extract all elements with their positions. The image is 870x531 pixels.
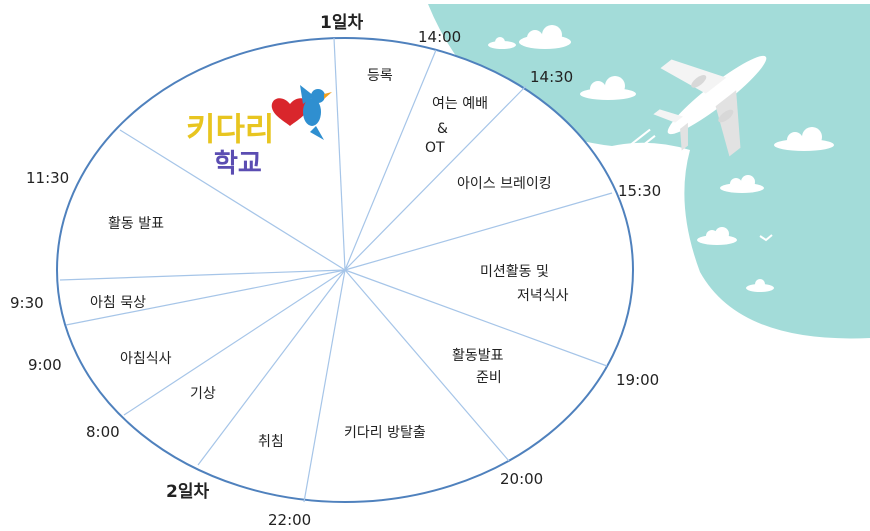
time-label: 14:30 <box>530 68 573 86</box>
logo-text-line1: 키다리 <box>186 110 274 148</box>
divider-line <box>59 269 346 281</box>
cloud-icon <box>774 127 834 151</box>
time-label: 22:00 <box>268 511 311 529</box>
divider-line <box>344 192 613 271</box>
divider-lines <box>59 37 613 503</box>
time-label: 8:00 <box>86 423 120 441</box>
divider-line <box>344 49 437 271</box>
time-label: 20:00 <box>500 470 543 488</box>
segment-mission: 미션활동 및 <box>480 264 549 280</box>
kidari-school-logo: 키다리 학교 <box>186 85 332 179</box>
segment-icebreaking: 아이스 브레이킹 <box>457 176 552 192</box>
segment-registration: 등록 <box>367 68 393 84</box>
time-label: 11:30 <box>26 169 69 187</box>
day2-label: 2일차 <box>166 482 209 502</box>
segment-opening-worship-ot: OT <box>425 140 445 156</box>
divider-line <box>65 269 346 326</box>
segment-morning-meditation: 아침 묵상 <box>90 295 146 311</box>
cloud-icon <box>697 227 737 245</box>
cloud-icon <box>746 279 774 292</box>
divider-line <box>123 269 346 416</box>
divider-line <box>333 37 346 271</box>
cloud-icon <box>720 175 764 193</box>
segment-presentation-prep-2: 준비 <box>476 370 502 386</box>
segment-mission-dinner: 저녁식사 <box>517 288 569 304</box>
bird-icon <box>759 234 773 242</box>
divider-line <box>303 269 346 503</box>
logo-text-line2: 학교 <box>214 149 262 179</box>
time-label: 14:00 <box>418 28 461 46</box>
time-label: 9:30 <box>10 294 44 312</box>
divider-line <box>197 269 346 466</box>
segment-breakfast: 아침식사 <box>120 351 172 367</box>
day1-label: 1일차 <box>320 13 363 33</box>
airplane-icon <box>618 55 767 170</box>
time-label: 15:30 <box>618 182 661 200</box>
segment-activity-presentation: 활동 발표 <box>108 216 164 232</box>
time-label: 19:00 <box>616 371 659 389</box>
divider-line <box>344 269 510 462</box>
segment-sleep: 취침 <box>258 434 284 450</box>
cloud-icon <box>488 37 516 49</box>
heart-icon <box>271 98 309 126</box>
cloud-icon <box>519 25 571 49</box>
segment-presentation-prep: 활동발표 <box>452 348 504 364</box>
divider-line <box>119 129 346 271</box>
divider-line <box>344 269 608 367</box>
cloud-icon <box>580 76 636 100</box>
segment-wakeup: 기상 <box>190 386 216 402</box>
time-label: 9:00 <box>28 356 62 374</box>
divider-line <box>344 85 527 271</box>
sky-background <box>428 4 870 339</box>
segment-opening-worship-amp: & <box>437 121 448 137</box>
segment-opening-worship: 여는 예배 <box>432 96 488 112</box>
segment-escape-room: 키다리 방탈출 <box>344 425 426 441</box>
bird-mascot-icon <box>300 85 332 140</box>
cloud-icons <box>488 25 834 292</box>
